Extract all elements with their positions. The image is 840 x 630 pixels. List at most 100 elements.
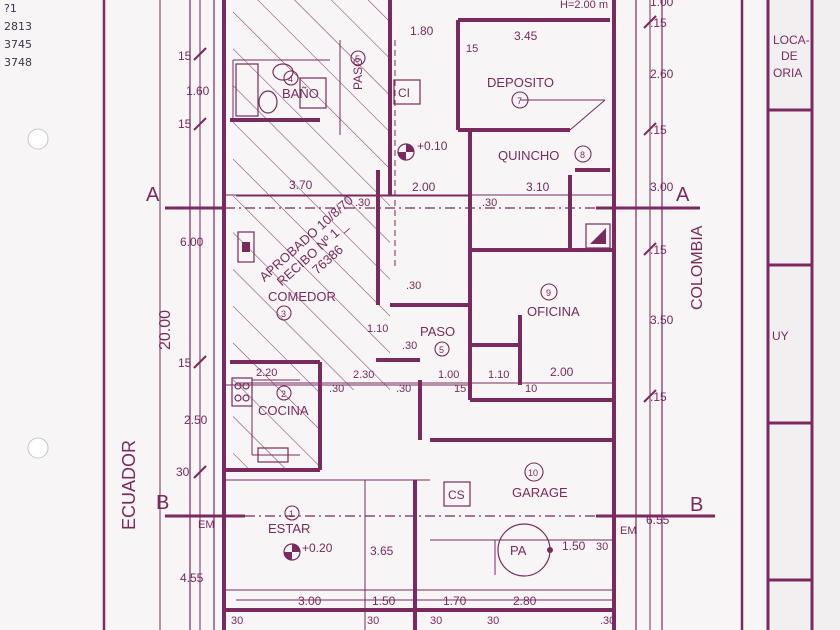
dim: 2.50 [184,413,208,427]
dim: 1.50 [562,539,586,553]
section-mark-b: B [156,492,169,514]
street-left: ECUADOR [119,440,139,530]
dim: 30 [487,615,499,627]
room-number: 4 [288,74,293,84]
dim: 15 [466,43,478,55]
bathroom-fixtures [235,63,327,117]
right-sheet-heading: DE [781,49,798,63]
dim: 3.70 [289,178,313,192]
dim: 2.20 [256,367,277,379]
dim: 2.30 [353,369,374,381]
dim: .30 [329,383,344,395]
dim: 2.80 [513,594,537,608]
cs-label: CS [448,488,465,502]
room-number: 3 [281,309,286,319]
room-name: DEPOSITO [487,75,554,90]
dim: .15 [650,16,667,30]
dim: 1.00 [438,369,459,381]
room-name: ESTAR [268,521,310,536]
dim: 1.10 [488,369,509,381]
dim-total: 20.00 [157,310,174,350]
room-number: 7 [517,96,522,106]
section-mark-a: A [146,184,160,206]
room-number: 8 [580,150,585,160]
dim: 15 [178,356,192,370]
dim: 3.50 [650,313,674,327]
room-number: 5 [355,54,360,64]
right-sheet-row: UY [772,329,789,343]
dim: 3.10 [526,180,550,194]
room-name: COMEDOR [268,289,336,304]
dim: 1.70 [443,594,467,608]
dim: 30 [596,541,608,553]
dim: .15 [650,243,667,257]
room-number: 9 [546,288,551,298]
pa-label: PA [510,543,527,558]
dim: .30 [396,383,411,395]
dim: 1.60 [186,84,210,98]
dim: 15 [178,117,192,131]
dim: 2.00 [412,180,436,194]
handwritten-note: 3745 [4,38,32,51]
dim: 2.60 [650,67,674,81]
dim: 2.00 [550,365,574,379]
handwritten-note: 2813 [4,20,32,33]
level-marker [283,543,301,561]
hatched-area [233,0,390,470]
dim: 3.45 [514,29,538,43]
dim: 3.65 [370,544,394,558]
dim: 10 [525,383,537,395]
dim: 4.55 [180,571,204,585]
plan-text: 2813 ?1 2813 3745 3748 ECUADOR COLOMBIA … [4,0,810,627]
room-name: PASO [351,58,365,90]
dim: 1.50 [372,594,396,608]
level-upper: +0.10 [417,139,448,153]
dim: 1.10 [367,323,388,335]
chimney [237,223,611,263]
room-name: PASO [420,324,455,339]
room-number: 2 [281,389,286,399]
binder-hole [27,128,49,150]
dim: 15 [454,383,466,395]
section-mark-a: A [676,184,690,206]
dim: 30 [176,465,190,479]
handwritten-note: 3748 [4,56,32,69]
room-name: COCINA [258,403,309,418]
handwritten-note: ?1 [4,2,17,15]
room-number: 5 [439,345,444,355]
room-name: OFICINA [527,304,580,319]
dim: .15 [650,123,667,137]
dim: .30 [482,197,497,209]
ci-box [393,79,421,105]
dim: 3.00 [298,594,322,608]
section-mark-b: B [690,494,703,516]
right-sheet [766,0,840,630]
dim: 3.00 [650,180,674,194]
level-lower: +0.20 [302,541,333,555]
room-number: 10 [528,468,538,478]
room-name: QUINCHO [498,148,559,163]
ci-label: CI [398,86,410,100]
room-name: GARAGE [512,485,568,500]
dim: .15 [650,390,667,404]
binder-hole [27,437,49,459]
room-name: BAÑO [282,86,319,101]
dim: .30 [355,197,370,209]
room-number: 1 [289,509,294,519]
dim: 6.00 [180,235,204,249]
dim: 6.55 [646,513,670,527]
dim: 30 [367,615,379,627]
dim: .30 [600,615,615,627]
right-sheet-heading: ORIA [773,66,802,80]
dim: 30 [430,615,442,627]
cs-box [443,481,471,507]
em-label: EM [198,519,215,531]
dim: .30 [406,280,421,292]
dim: 15 [178,49,192,63]
right-sheet-heading: LOCA- [773,33,810,47]
dim: 1.00 [650,0,674,9]
dim: 30 [231,615,243,627]
kitchen-fixtures [231,377,289,463]
